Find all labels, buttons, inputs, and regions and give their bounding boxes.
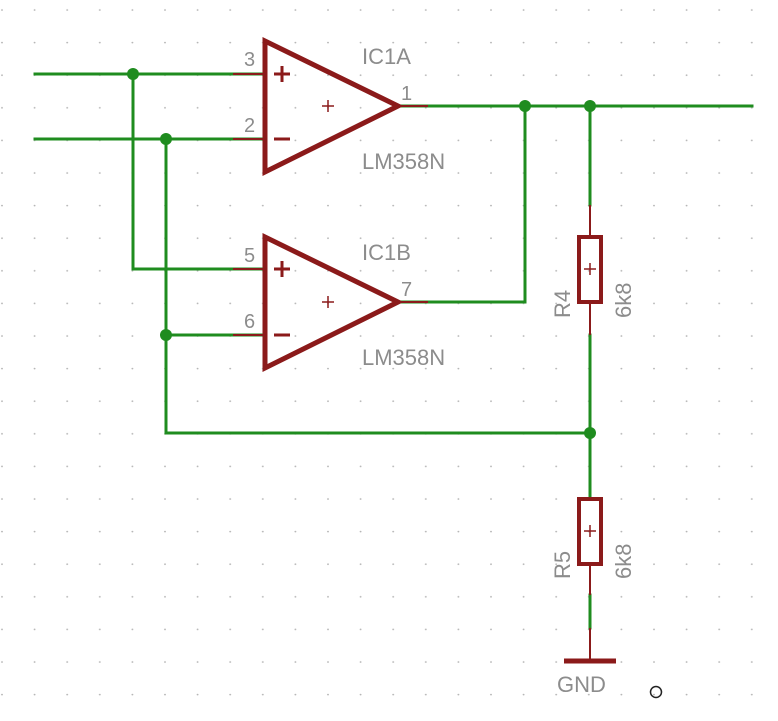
pin-number-plus: 3 (244, 49, 255, 71)
opamp-triangle (262, 36, 404, 177)
opamp-ic1a[interactable]: 3 2 1 IC1A LM358N (233, 36, 445, 177)
junction-dot (160, 329, 172, 341)
opamp-value: LM358N (362, 149, 445, 174)
junction-dot (584, 427, 596, 439)
ground-symbol[interactable]: GND (557, 628, 663, 699)
resistor-r4[interactable]: R4 6k8 (550, 205, 636, 335)
opamp-name: IC1B (362, 240, 411, 265)
resistor-value: 6k8 (611, 283, 636, 318)
resistor-body (577, 497, 603, 566)
origin-circle-icon (649, 685, 663, 699)
opamp-triangle (262, 232, 404, 373)
opamp-name: IC1A (362, 44, 411, 69)
pin-number-minus: 2 (244, 115, 255, 137)
ground-label: GND (557, 672, 606, 697)
resistor-body (577, 235, 603, 304)
resistor-name: R4 (550, 290, 575, 318)
pin-number-minus: 6 (244, 311, 255, 333)
resistor-name: R5 (550, 551, 575, 579)
pin-number-out: 7 (401, 279, 412, 301)
junctions (127, 68, 596, 439)
junction-dot (584, 100, 596, 112)
junction-dot (160, 133, 172, 145)
opamp-value: LM358N (362, 345, 445, 370)
resistor-value: 6k8 (611, 544, 636, 579)
resistor-r5[interactable]: R5 6k8 (550, 497, 636, 595)
junction-dot (127, 68, 139, 80)
junction-dot (519, 100, 531, 112)
pin-number-plus: 5 (244, 245, 255, 267)
opamp-ic1b[interactable]: 5 6 7 IC1B LM358N (233, 232, 445, 373)
pin-number-out: 1 (401, 83, 412, 105)
